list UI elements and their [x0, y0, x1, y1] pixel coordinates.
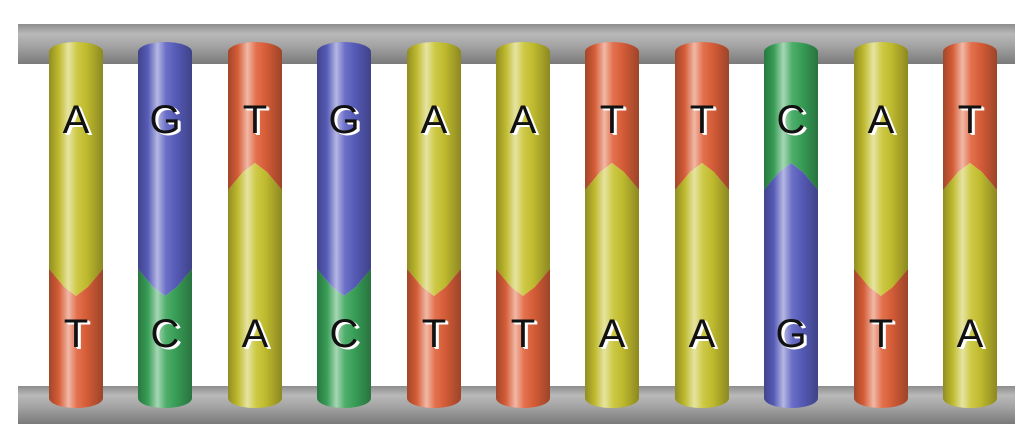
top-base-label: G — [317, 100, 371, 140]
bottom-base-label: A — [943, 314, 997, 354]
base-A-segment — [49, 42, 103, 296]
base-A-segment — [585, 163, 639, 408]
bottom-base-label: T — [49, 314, 103, 354]
top-base-label: A — [407, 100, 461, 140]
top-base-label: T — [585, 100, 639, 140]
base-A-segment — [675, 163, 729, 408]
base-A-segment — [854, 42, 908, 296]
bottom-base-label: A — [228, 314, 282, 354]
base-G-segment — [317, 42, 371, 296]
bottom-base-label: T — [854, 314, 908, 354]
top-base-label: T — [675, 100, 729, 140]
top-base-label: A — [496, 100, 550, 140]
bottom-base-label: T — [496, 314, 550, 354]
top-base-label: G — [138, 100, 192, 140]
bottom-base-label: T — [407, 314, 461, 354]
bottom-base-label: G — [764, 314, 818, 354]
top-base-label: T — [228, 100, 282, 140]
top-base-label: C — [764, 100, 818, 140]
bottom-base-label: A — [585, 314, 639, 354]
bottom-base-label: A — [675, 314, 729, 354]
bottom-base-label: C — [317, 314, 371, 354]
top-base-label: A — [49, 100, 103, 140]
base-A-segment — [228, 163, 282, 408]
top-base-label: T — [943, 100, 997, 140]
base-A-segment — [407, 42, 461, 296]
base-A-segment — [943, 163, 997, 408]
base-G-segment — [138, 42, 192, 296]
base-A-segment — [496, 42, 550, 296]
base-G-segment — [764, 163, 818, 408]
bottom-base-label: C — [138, 314, 192, 354]
top-base-label: A — [854, 100, 908, 140]
